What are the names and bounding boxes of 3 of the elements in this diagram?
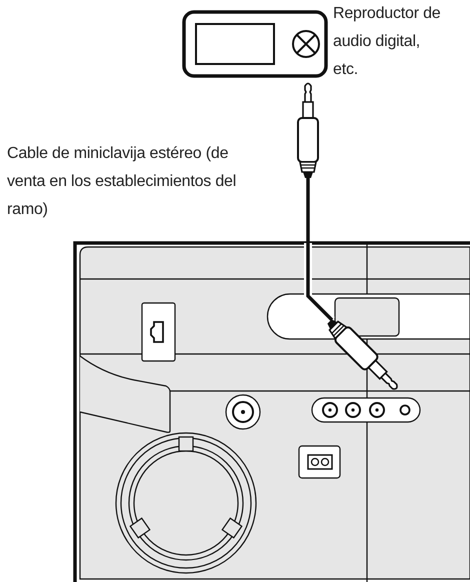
cable-line (306, 178, 310, 243)
device-caption: Reproductor de audio digital, etc. (333, 4, 442, 80)
cable-caption: Cable de miniclavija estéreo (de venta en los establecimientos del ramo) (7, 144, 238, 220)
